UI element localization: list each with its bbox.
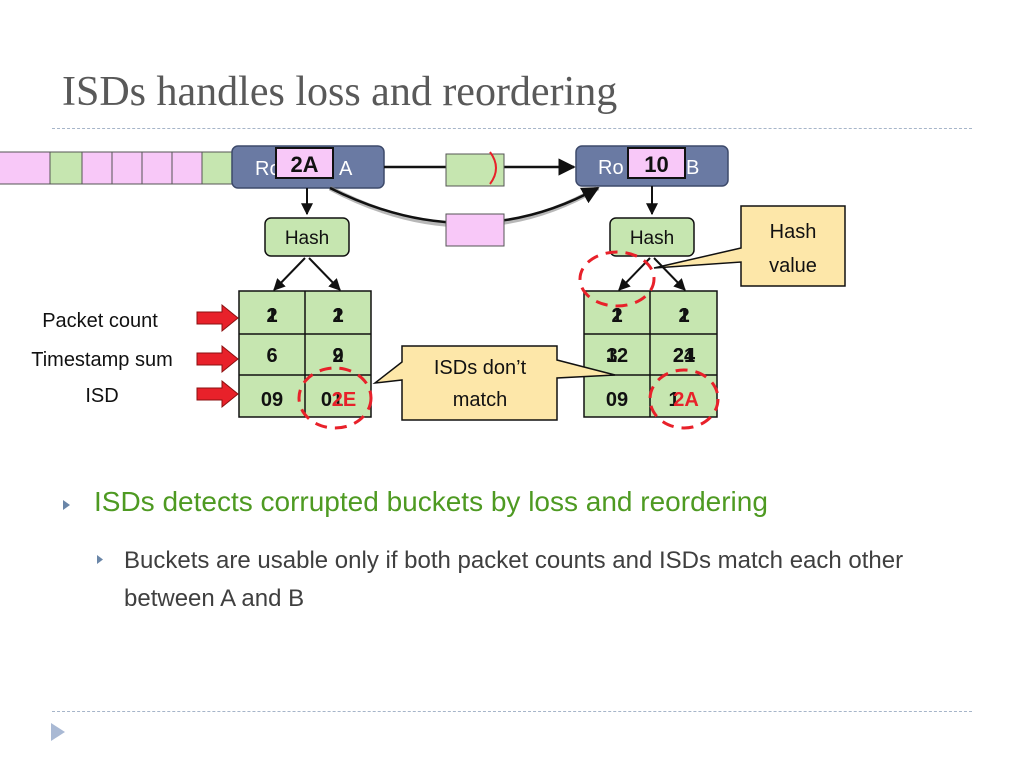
bullet-arrow-icon bbox=[63, 500, 70, 510]
table-b-cell-timestamp-right: 24 bbox=[673, 345, 696, 367]
router-a-overlay-box bbox=[275, 147, 334, 179]
table-a-overlay-cell: 01 bbox=[321, 389, 343, 411]
table-b-cell-timestamp-left: 12 bbox=[606, 345, 628, 367]
bucket-table-b: 1 1 3 21 1 2 2 12 24 09 2A bbox=[583, 290, 718, 418]
table-b-overlay-cell: 3 bbox=[606, 345, 617, 367]
table-a-cell-isd-right: 2E bbox=[332, 389, 356, 411]
table-b-overlay-cell: 1 bbox=[611, 305, 622, 327]
queue-packet-green bbox=[49, 151, 83, 185]
bullet-level2-text: Buckets are usable only if both packet c… bbox=[124, 547, 904, 612]
mismatch-circle-b-isd bbox=[648, 368, 720, 430]
slide-title: ISDs handles loss and reordering bbox=[62, 69, 618, 115]
callout-hash-value-line1: Hash bbox=[770, 221, 817, 243]
row-pointer-arrow bbox=[196, 303, 239, 333]
slide-nav-arrow-icon bbox=[51, 723, 65, 741]
hash-box-a-label: Hash bbox=[285, 228, 329, 249]
router-a-overlay-value: 2A bbox=[290, 152, 318, 177]
table-b-overlay-cell: 1 bbox=[668, 389, 679, 411]
hash-b-arrow-left bbox=[618, 257, 651, 291]
hash-b-arrow-right bbox=[653, 257, 686, 291]
lost-packet-mark bbox=[489, 151, 497, 185]
router-b-overlay-box bbox=[627, 147, 686, 179]
bucket-table-a: 1 1 2 01 2 2 6 9 09 2E bbox=[238, 290, 372, 418]
row-label-packet-count: Packet count bbox=[42, 310, 158, 332]
table-a-cell-timestamp-right: 9 bbox=[332, 345, 343, 367]
table-a-cell-packet-count-left: 2 bbox=[266, 305, 277, 327]
table-a-overlay-cell: 1 bbox=[332, 305, 343, 327]
bullet-level2: Buckets are usable only if both packet c… bbox=[92, 542, 942, 618]
hash-highlight-circle bbox=[578, 250, 656, 308]
table-b-overlay-cell: 1 bbox=[678, 305, 689, 327]
router-b-label-right: B bbox=[686, 157, 699, 179]
table-a-cell-isd-left: 09 bbox=[261, 389, 283, 411]
row-label-isd: ISD bbox=[85, 385, 118, 407]
callout-isds-dont-match-line2: match bbox=[453, 389, 507, 411]
router-b-label-left: Ro bbox=[598, 157, 624, 179]
title-divider bbox=[52, 128, 972, 129]
callout-isds-dont-match bbox=[372, 345, 616, 421]
row-pointer-arrow bbox=[196, 344, 239, 374]
router-a-label-left: Ro bbox=[255, 158, 281, 180]
table-b-cell-isd-right: 2A bbox=[673, 389, 699, 411]
hash-box-a bbox=[264, 217, 350, 257]
hash-a-arrow-right bbox=[308, 257, 341, 291]
queue-packet-pink bbox=[171, 151, 203, 185]
table-b-cell-isd-left: 09 bbox=[606, 389, 628, 411]
in-flight-packet-pink bbox=[445, 213, 505, 247]
mismatch-circle-a-isd bbox=[297, 366, 373, 430]
bullet-arrow-icon bbox=[97, 555, 103, 564]
queue-packet-pink bbox=[81, 151, 113, 185]
callout-isds-dont-match-line1: ISDs don’t bbox=[434, 357, 527, 379]
row-label-timestamp-sum: Timestamp sum bbox=[31, 349, 173, 371]
row-pointer-arrow bbox=[196, 379, 239, 409]
table-a-cell-packet-count-right: 2 bbox=[332, 305, 343, 327]
hash-a-arrow-left bbox=[273, 257, 306, 291]
table-a-overlay-cell: 2 bbox=[332, 345, 343, 367]
router-a-label-right: A bbox=[339, 158, 353, 180]
queue-packet-pink bbox=[0, 151, 51, 185]
callout-hash-value-line2: value bbox=[769, 255, 817, 277]
table-b-cell-packet-count-right: 2 bbox=[678, 305, 689, 327]
table-b-overlay-cell: 21 bbox=[673, 345, 695, 367]
bullet-level1-text: ISDs detects corrupted buckets by loss a… bbox=[94, 486, 768, 517]
callout-hash-value bbox=[653, 205, 846, 287]
footer-divider bbox=[52, 711, 972, 712]
router-b: Ro B 10 bbox=[575, 145, 729, 187]
packet-queue bbox=[0, 151, 233, 185]
queue-packet-green bbox=[201, 151, 233, 185]
table-a-overlay-cell: 1 bbox=[266, 305, 277, 327]
table-b-cell-packet-count-left: 2 bbox=[611, 305, 622, 327]
hash-box-b bbox=[609, 217, 695, 257]
queue-packet-pink bbox=[111, 151, 143, 185]
diagram: Ro A 2A Ro B 10 Hash Hash bbox=[0, 145, 846, 430]
queue-packet-pink bbox=[141, 151, 173, 185]
router-b-overlay-value: 10 bbox=[644, 152, 668, 177]
router-a: Ro A 2A bbox=[231, 145, 385, 189]
table-a-cell-timestamp-left: 6 bbox=[266, 345, 277, 367]
hash-box-b-label: Hash bbox=[630, 228, 674, 249]
